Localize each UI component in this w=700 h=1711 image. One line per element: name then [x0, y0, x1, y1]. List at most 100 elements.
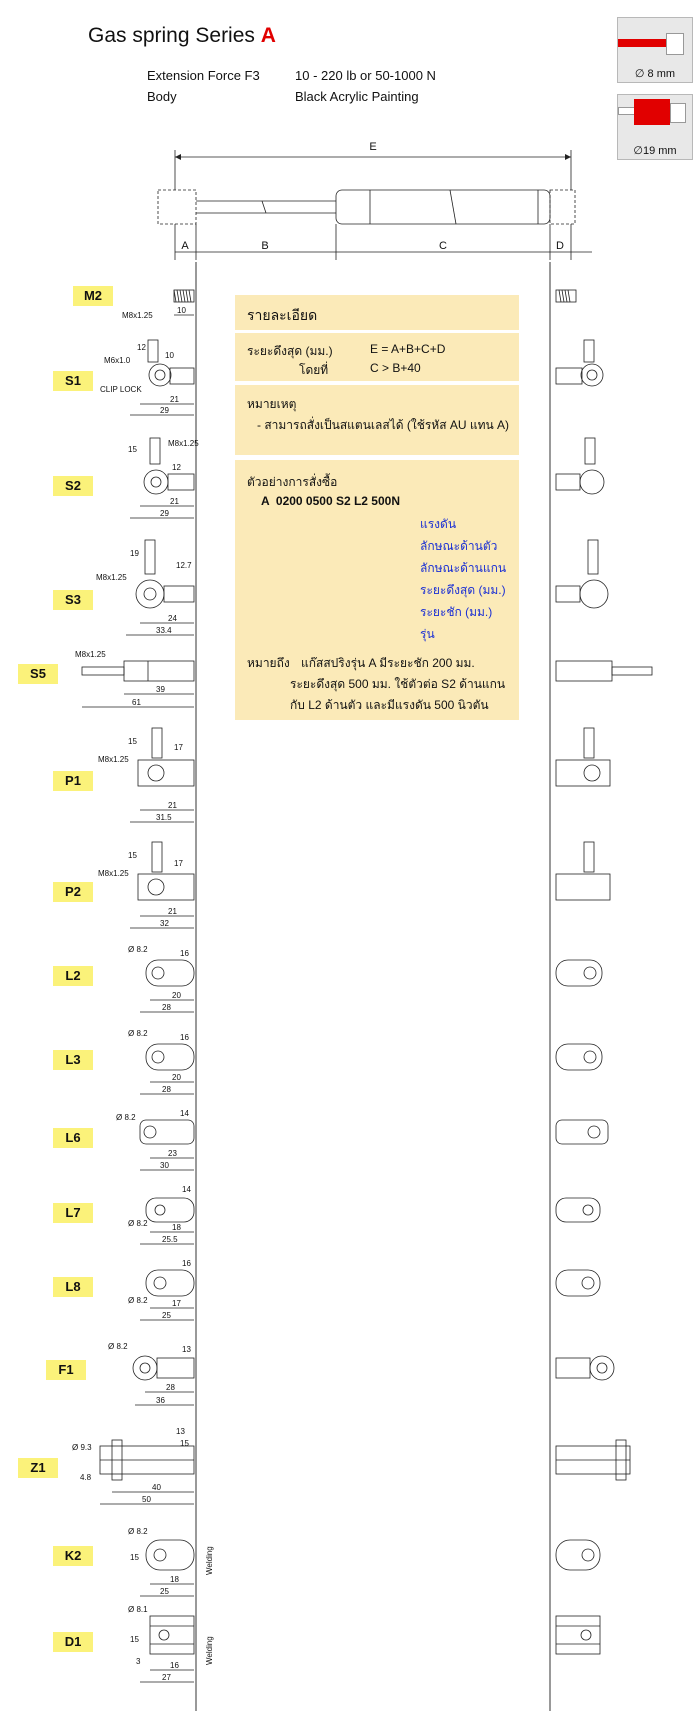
note-text: - สามารถสั่งเป็นสแตนเลสได้ (ใช้รหัส AU แ… — [257, 418, 510, 432]
s5-dim2: 61 — [132, 698, 141, 707]
s1-note: CLIP LOCK — [100, 385, 142, 394]
l8-dim1: 17 — [172, 1299, 181, 1308]
l6-hole: Ø 8.2 — [116, 1113, 136, 1122]
dim-b-label: B — [261, 240, 268, 252]
s1-dim1: 21 — [170, 395, 179, 404]
l7-dim2: 25.5 — [162, 1235, 178, 1244]
l7-width: 14 — [182, 1185, 191, 1194]
l7-hole: Ø 8.2 — [128, 1219, 148, 1228]
code-p2: P2 — [53, 882, 93, 902]
d1-hole: Ø 8.1 — [128, 1605, 148, 1614]
f1-dim1: 28 — [166, 1383, 175, 1392]
meaning-line-2: ระยะดึงสุด 500 มม. ใช้ตัวต่อ S2 ด้านแกน — [290, 677, 506, 691]
legend-force: แรงดัน — [420, 517, 457, 531]
meaning-line-3: กับ L2 ด้านตัว และมีแรงดัน 500 นิวตัน — [290, 698, 489, 712]
code-l8: L8 — [53, 1277, 93, 1297]
legend-rod-end: ลักษณะด้านแกน — [420, 561, 507, 575]
l7-dim1: 18 — [172, 1223, 181, 1232]
l6-dim2: 30 — [160, 1161, 169, 1170]
f1-hole: Ø 8.2 — [108, 1342, 128, 1351]
s2-width: 12 — [172, 463, 181, 472]
legend-extended-length: ระยะดึงสุด (มม.) — [420, 583, 506, 597]
z1-fitting — [99, 1439, 631, 1505]
code-l2: L2 — [53, 966, 93, 986]
order-title: ตัวอย่างการสั่งซื้อ — [247, 475, 338, 489]
s5-fitting — [81, 660, 653, 708]
p1-height: 15 — [128, 737, 137, 746]
formula-label: ระยะดึงสุด (มม.) — [247, 344, 333, 358]
s3-dim1: 24 — [168, 614, 177, 623]
code-l7: L7 — [53, 1203, 93, 1223]
l2-hole: Ø 8.2 — [128, 945, 148, 954]
s1-thread: M6x1.0 — [104, 356, 131, 365]
p2-thread: M8x1.25 — [98, 869, 129, 878]
d1-height: 3 — [136, 1657, 141, 1666]
p1-dim2: 31.5 — [156, 813, 172, 822]
code-s2: S2 — [53, 476, 93, 496]
series-letter: A — [260, 24, 276, 47]
s2-fitting — [130, 437, 605, 519]
code-m2: M2 — [73, 286, 113, 306]
code-k2: K2 — [53, 1546, 93, 1566]
order-example-panel: ตัวอย่างการสั่งซื้อ A 0200 0500 S2 L2 50… — [235, 460, 519, 720]
k2-dim2: 25 — [160, 1587, 169, 1596]
note-title: หมายเหตุ — [247, 397, 297, 411]
l3-hole: Ø 8.2 — [128, 1029, 148, 1038]
p2-dim2: 32 — [160, 919, 169, 928]
code-s3: S3 — [53, 590, 93, 610]
f1-width: 13 — [182, 1345, 191, 1354]
s2-height: 15 — [128, 445, 137, 454]
l3-fitting — [140, 1043, 603, 1095]
s2-dim2: 29 — [160, 509, 169, 518]
details-heading-panel: รายละเอียด — [235, 295, 519, 330]
s1-width: 10 — [165, 351, 174, 360]
rod-diameter-thumbnail: ∅ 8 mm — [617, 17, 693, 83]
d1-welding-note: Welding — [205, 1636, 214, 1665]
s2-thread: M8x1.25 — [168, 439, 199, 448]
m2-fitting — [173, 289, 577, 316]
l2-fitting — [140, 959, 603, 1013]
s2-dim1: 21 — [170, 497, 179, 506]
s3-width: 12.7 — [176, 561, 192, 570]
legend-model: รุ่น — [420, 627, 435, 641]
p2-width: 17 — [174, 859, 183, 868]
s5-thread: M8x1.25 — [75, 650, 106, 659]
p1-dim1: 21 — [168, 801, 177, 810]
spec-body-value: Black Acrylic Painting — [295, 89, 419, 104]
legend-body-end: ลักษณะด้านตัว — [420, 539, 498, 553]
dim-c-label: C — [439, 240, 447, 252]
s3-fitting — [126, 539, 609, 636]
p1-fitting — [130, 727, 611, 823]
z1-hole: Ø 9.3 — [72, 1443, 92, 1452]
code-l6: L6 — [53, 1128, 93, 1148]
s1-dim2: 29 — [160, 406, 169, 415]
meaning-line-1: แก๊สสปริงรุ่น A มีระยะชัก 200 มม. — [301, 656, 475, 670]
d1-fitting — [140, 1615, 601, 1683]
p1-thread: M8x1.25 — [98, 755, 129, 764]
z1-dim2: 50 — [142, 1495, 151, 1504]
code-l3: L3 — [53, 1050, 93, 1070]
m2-thread: M8x1.25 — [122, 311, 153, 320]
condition-label: โดยที่ — [299, 363, 329, 377]
d1-width: 15 — [130, 1635, 139, 1644]
legend-stroke: ระยะชัก (มม.) — [420, 605, 493, 619]
l3-dim2: 28 — [162, 1085, 171, 1094]
l8-fitting — [140, 1269, 601, 1321]
details-heading: รายละเอียด — [247, 307, 318, 323]
body-diameter-thumbnail: ∅19 mm — [617, 94, 693, 160]
k2-width: 15 — [130, 1553, 139, 1562]
d1-dim2: 27 — [162, 1673, 171, 1682]
l6-width: 14 — [180, 1109, 189, 1118]
spec-force-value: 10 - 220 lb or 50-1000 N — [295, 68, 436, 83]
d1-dim1: 16 — [170, 1661, 179, 1670]
k2-fitting — [140, 1539, 601, 1597]
order-code: A 0200 0500 S2 L2 500N — [261, 494, 400, 508]
body-diameter-caption: ∅19 mm — [633, 145, 677, 157]
formula-panel: ระยะดึงสุด (มม.) E = A+B+C+D โดยที่ C > … — [235, 333, 519, 381]
s3-dim2: 33.4 — [156, 626, 172, 635]
s1-fitting — [130, 339, 604, 416]
l6-fitting — [139, 1119, 609, 1171]
z1-height: 4.8 — [80, 1473, 92, 1482]
condition-value: C > B+40 — [370, 361, 421, 375]
